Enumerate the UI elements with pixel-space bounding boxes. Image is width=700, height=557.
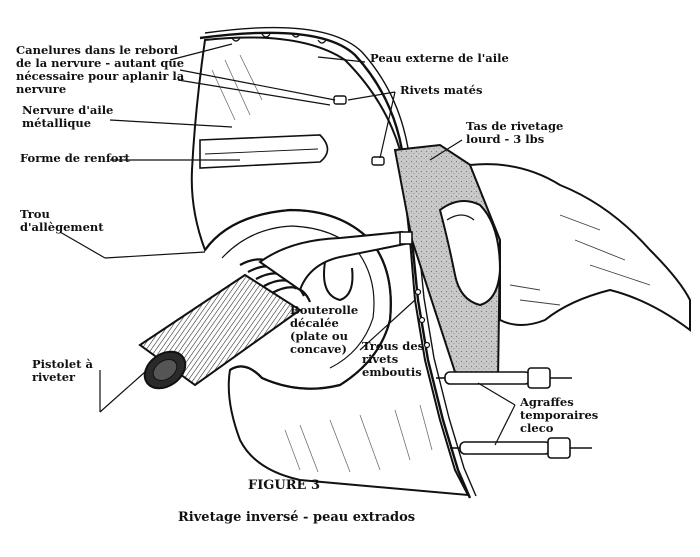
label-rivet-gun: Pistolet à riveter: [32, 357, 93, 384]
label-external-skin: Peau externe de l'aile: [370, 51, 509, 65]
leader-lines: [59, 43, 516, 446]
label-lightening-hole: Trou d'allègement: [20, 207, 104, 234]
rivet-gun: [138, 230, 413, 390]
label-bucking-bar: Tas de rivetage lourd - 3 lbs: [466, 119, 564, 146]
label-offset-set: Bouterolle décalée (plate ou concave): [290, 303, 359, 356]
figure-caption: Rivetage inversé - peau extrados: [178, 510, 416, 525]
lightening-hole: [204, 208, 392, 390]
label-reinforcement-form: Forme de renfort: [20, 151, 130, 165]
cleco-fasteners: [436, 367, 592, 459]
flange-crimps: [231, 33, 327, 44]
label-dimpled-holes: Trous des rivets emboutis: [362, 339, 425, 379]
dimpled-rivet-holes: [414, 288, 431, 349]
label-clecos: Agraffes temporaires cleco: [520, 395, 599, 435]
label-bucked-rivets: Rivets matés: [400, 83, 483, 97]
bucked-rivets: [333, 95, 385, 166]
hand: [438, 163, 691, 332]
label-flange-crimps: Canelures dans le rebord de la nervure -…: [16, 43, 185, 96]
figure-number: FIGURE 3: [248, 478, 321, 493]
label-metal-rib: Nervure d'aile métallique: [22, 103, 114, 130]
